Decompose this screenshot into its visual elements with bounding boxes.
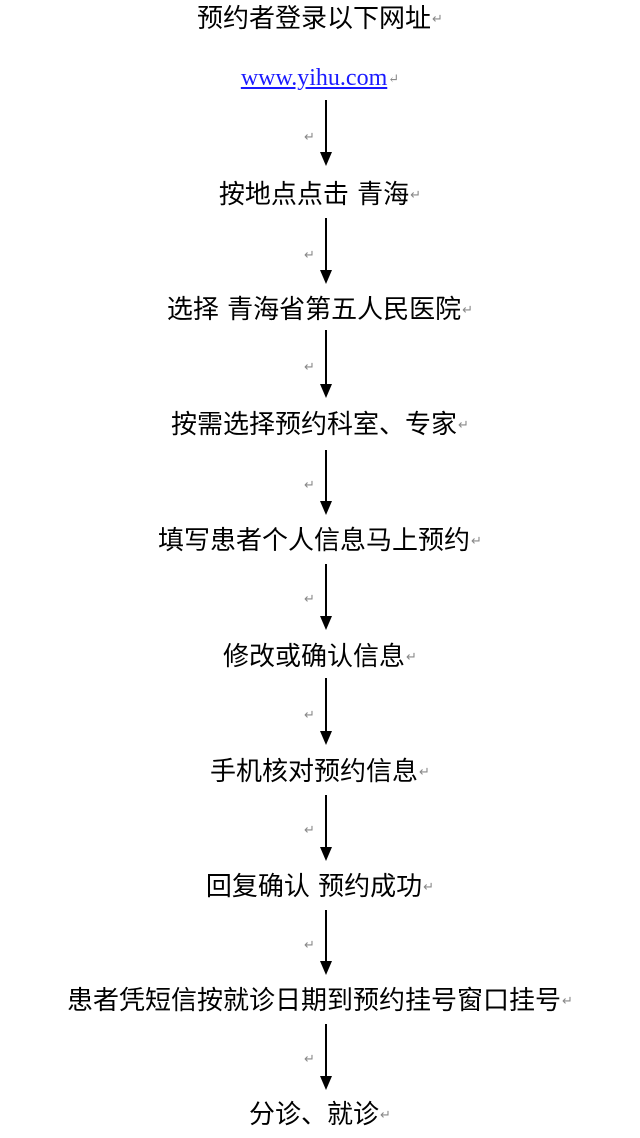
arrow-down-icon (320, 616, 332, 630)
arrow-shaft (325, 795, 327, 847)
arrow-down-icon (320, 270, 332, 284)
step-4-label: 按需选择预约科室、专家↵ (171, 410, 469, 440)
flow-arrow-4: ↵ (300, 450, 340, 515)
arrow-down-icon (320, 961, 332, 975)
arrow-shaft (325, 100, 327, 152)
paragraph-mark-icon: ↵ (304, 248, 315, 263)
arrow-shaft (325, 450, 327, 501)
arrow-shaft (325, 678, 327, 731)
flow-arrow-2: ↵ (300, 218, 340, 284)
arrow-shaft (325, 218, 327, 270)
paragraph-mark-icon: ↵ (410, 187, 422, 203)
arrow-shaft (325, 564, 327, 616)
flow-arrow-9: ↵ (300, 1024, 340, 1090)
step-3-label: 选择 青海省第五人民医院↵ (166, 295, 474, 325)
step-10-label: 分诊、就诊↵ (249, 1100, 391, 1130)
paragraph-mark-icon: ↵ (406, 649, 417, 665)
step-5-label: 填写患者个人信息马上预约↵ (158, 526, 482, 556)
paragraph-mark-icon: ↵ (304, 1052, 315, 1067)
paragraph-mark-icon: ↵ (304, 130, 315, 145)
step-2-label: 按地点点击 青海↵ (218, 180, 422, 210)
paragraph-mark-icon: ↵ (471, 533, 482, 549)
url-link[interactable]: www.yihu.com (240, 65, 388, 91)
arrow-shaft (325, 1024, 327, 1076)
paragraph-mark-icon: ↵ (458, 417, 469, 433)
paragraph-mark-icon: ↵ (388, 71, 400, 87)
step-9-label: 患者凭短信按就诊日期到预约挂号窗口挂号↵ (67, 986, 573, 1016)
url-line: www.yihu.com↵ (0, 64, 640, 93)
step-7-label: 手机核对预约信息↵ (210, 757, 430, 787)
paragraph-mark-icon: ↵ (304, 592, 315, 607)
step-8-label: 回复确认 预约成功↵ (205, 872, 435, 902)
flow-arrow-3: ↵ (300, 330, 340, 398)
paragraph-mark-icon: ↵ (462, 302, 474, 318)
arrow-down-icon (320, 384, 332, 398)
arrow-shaft (325, 910, 327, 961)
arrow-down-icon (320, 1076, 332, 1090)
arrow-down-icon (320, 152, 332, 166)
paragraph-mark-icon: ↵ (304, 938, 315, 953)
arrow-down-icon (320, 847, 332, 861)
paragraph-mark-icon: ↵ (423, 879, 435, 895)
paragraph-mark-icon: ↵ (304, 478, 315, 493)
paragraph-mark-icon: ↵ (419, 764, 430, 780)
paragraph-mark-icon: ↵ (380, 1107, 391, 1123)
step-1-label: 预约者登录以下网址↵ (197, 4, 443, 34)
paragraph-mark-icon: ↵ (304, 708, 315, 723)
arrow-down-icon (320, 501, 332, 515)
paragraph-mark-icon: ↵ (304, 823, 315, 838)
arrow-down-icon (320, 731, 332, 745)
arrow-shaft (325, 330, 327, 384)
flow-arrow-1: ↵ (300, 100, 340, 166)
paragraph-mark-icon: ↵ (432, 11, 443, 27)
flow-arrow-8: ↵ (300, 910, 340, 975)
paragraph-mark-icon: ↵ (304, 360, 315, 375)
paragraph-mark-icon: ↵ (562, 993, 573, 1009)
flow-arrow-7: ↵ (300, 795, 340, 861)
flow-arrow-6: ↵ (300, 678, 340, 745)
flow-arrow-5: ↵ (300, 564, 340, 630)
step-6-label: 修改或确认信息↵ (223, 642, 417, 672)
